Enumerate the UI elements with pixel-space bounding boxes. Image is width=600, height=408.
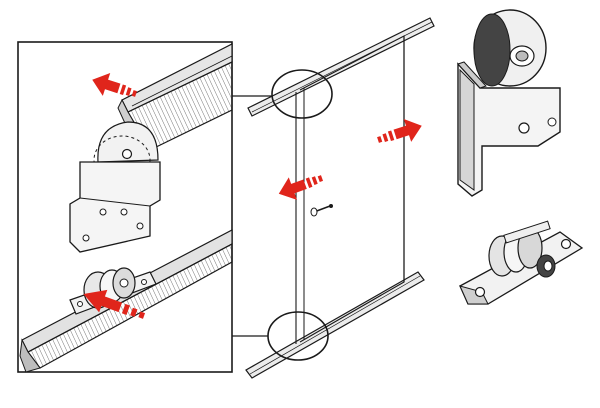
screw-icon <box>474 286 486 298</box>
mounting-bracket-icon <box>457 62 561 197</box>
screw-icon <box>518 122 530 134</box>
door-overview <box>232 17 435 379</box>
top-track-rail <box>247 17 435 117</box>
door-handle <box>310 204 333 217</box>
top-detail-callout <box>271 69 333 119</box>
detail-inset <box>17 41 233 373</box>
screw-icon <box>121 148 133 160</box>
arrow-right-striped-icon <box>374 114 426 152</box>
top-roller-assembly <box>69 121 161 253</box>
arrow-right-striped-icon <box>274 166 327 206</box>
bottom-roller-assembly <box>69 267 157 315</box>
mounting-bracket-icon <box>69 161 161 253</box>
roller-wheel-icon <box>97 121 159 163</box>
bottom-roller-closeup <box>459 220 584 305</box>
top-roller-closeup <box>457 9 561 197</box>
